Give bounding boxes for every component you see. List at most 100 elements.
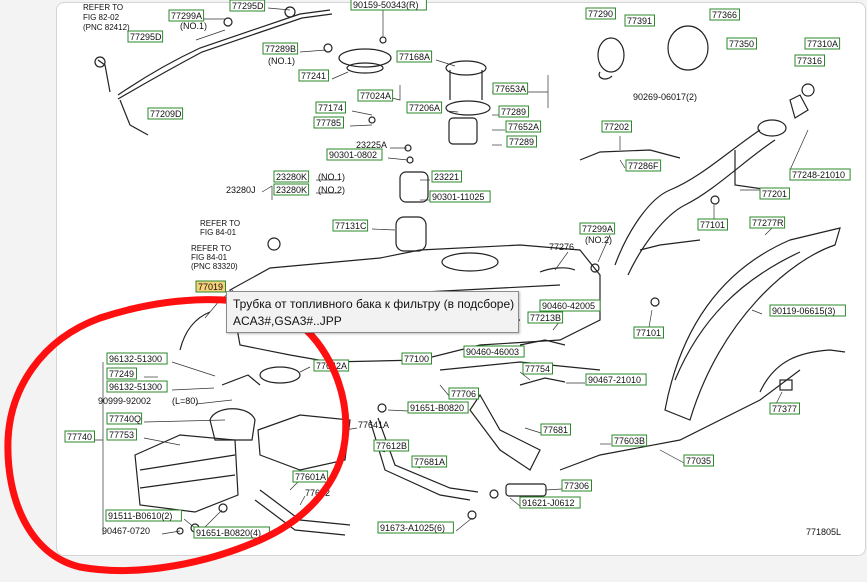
part-label-p77131C[interactable]: 77131C	[332, 219, 369, 232]
part-label-p90460-46003[interactable]: 90460-46003	[463, 345, 525, 358]
part-label-p77681A[interactable]: 77681A	[411, 455, 448, 468]
tooltip-line: ACA3#,GSA3#..JPP	[233, 314, 342, 328]
part-label-p90301-11025[interactable]: 90301-11025	[429, 190, 491, 203]
part-label-p77350[interactable]: 77350	[726, 37, 757, 50]
part-label-p77706[interactable]: 77706	[448, 387, 479, 400]
part-label-p77101-b[interactable]: 77101	[633, 326, 664, 339]
part-label-no1-c[interactable]: (NO.1)	[318, 172, 345, 182]
part-number-text: (NO.1)	[180, 21, 207, 31]
part-label-p77241[interactable]: 77241	[298, 69, 329, 82]
part-label-p77785[interactable]: 77785	[313, 116, 344, 129]
part-label-no1-a[interactable]: (NO.1)	[180, 21, 207, 31]
part-label-p77299A-top[interactable]: 77299A	[168, 9, 205, 22]
part-label-p77602[interactable]: 77602	[305, 488, 330, 498]
part-label-p77316[interactable]: 77316	[794, 54, 825, 67]
part-label-p77377[interactable]: 77377	[769, 402, 800, 415]
part-label-p77168A[interactable]: 77168A	[396, 50, 433, 63]
part-label-p77286F[interactable]: 77286F	[625, 159, 662, 172]
part-label-p77612B[interactable]: 77612B	[373, 439, 410, 452]
part-label-p77295D-b[interactable]: 77295D	[127, 30, 164, 43]
label-box	[357, 89, 394, 102]
label-box	[401, 352, 432, 365]
part-label-p23280J[interactable]: 23280J	[226, 185, 256, 195]
part-label-p77641A[interactable]: 77641A	[358, 420, 389, 430]
part-label-p96132-b[interactable]: 96132-51300	[106, 380, 168, 393]
part-label-p77740[interactable]: 77740	[64, 430, 95, 443]
part-label-p90467-21010[interactable]: 90467-21010	[585, 373, 647, 386]
note-line: FIG 84-01	[200, 228, 237, 237]
part-number-text: 77391	[627, 16, 652, 26]
part-label-p77295D-a[interactable]: 77295D	[229, 0, 266, 12]
part-label-p23280K-1[interactable]: 23280K	[273, 170, 310, 183]
part-label-p91651-b[interactable]: 91651-B0820	[407, 401, 469, 414]
part-label-p96132-a[interactable]: 96132-51300	[106, 352, 168, 365]
part-label-p90467-0720[interactable]: 90467-0720	[102, 526, 150, 536]
part-label-p77652A[interactable]: 77652A	[505, 120, 542, 133]
part-label-p77276[interactable]: 77276	[549, 242, 574, 252]
part-label-p77740Q[interactable]: 77740Q	[106, 412, 143, 425]
part-label-p77754[interactable]: 77754	[522, 362, 553, 375]
part-label-p90999[interactable]: 90999-92002	[98, 396, 151, 406]
part-number-text: 77602	[305, 488, 330, 498]
part-number-text: 77249	[109, 369, 134, 379]
label-box	[579, 222, 616, 235]
part-label-p77213B[interactable]: 77213B	[527, 311, 564, 324]
part-number-text: 77213B	[530, 313, 561, 323]
part-label-no2-b[interactable]: (NO.2)	[585, 235, 612, 245]
part-label-p77019[interactable]: 77019	[195, 280, 226, 293]
note-line: REFER TO	[83, 3, 123, 12]
part-label-p77201[interactable]: 77201	[759, 187, 790, 200]
part-label-p77024A[interactable]: 77024A	[357, 89, 394, 102]
part-label-p77289B[interactable]: 77289B	[262, 42, 299, 55]
part-label-p91651-c[interactable]: 91651-B0820(4)	[193, 526, 270, 539]
part-label-p23225A[interactable]: 23225A	[356, 140, 387, 150]
part-number-text: 91651-B0820	[410, 403, 464, 413]
label-box	[315, 101, 346, 114]
part-number-text: 77740Q	[109, 414, 141, 424]
part-label-p77601A[interactable]: 77601A	[292, 470, 329, 483]
part-label-p23280K-2[interactable]: 23280K	[273, 183, 310, 196]
part-label-no1-b[interactable]: (NO.1)	[268, 56, 295, 66]
part-label-p90159[interactable]: 90159-50343(R)	[350, 0, 427, 11]
part-label-p77174[interactable]: 77174	[315, 101, 346, 114]
label-box	[463, 345, 525, 358]
part-label-p77306[interactable]: 77306	[561, 479, 592, 492]
part-label-p77366[interactable]: 77366	[709, 8, 740, 21]
label-box	[585, 7, 616, 20]
part-number-text: 77641A	[358, 420, 389, 430]
part-label-p90460-42005[interactable]: 90460-42005	[539, 299, 601, 312]
part-label-p77289-a[interactable]: 77289	[498, 105, 529, 118]
part-label-p77310A[interactable]: 77310A	[804, 37, 841, 50]
part-label-p91511[interactable]: 91511-B0610(2)	[105, 509, 182, 522]
part-label-p91621[interactable]: 91621-J0612	[519, 496, 581, 509]
part-label-p77753[interactable]: 77753	[106, 428, 137, 441]
part-label-p23221[interactable]: 23221	[431, 170, 462, 183]
part-label-p77101-a[interactable]: 77101	[697, 218, 728, 231]
part-label-p77209D[interactable]: 77209D	[147, 107, 184, 120]
part-label-p90301-0802[interactable]: 90301-0802	[326, 148, 383, 161]
part-label-p77289-b[interactable]: 77289	[506, 135, 537, 148]
label-box	[292, 470, 329, 483]
part-label-p77681[interactable]: 77681	[540, 423, 571, 436]
part-label-p91673[interactable]: 91673-A1025(6)	[377, 521, 454, 534]
part-label-p77100[interactable]: 77100	[401, 352, 432, 365]
part-label-p77653A[interactable]: 77653A	[492, 82, 529, 95]
label-box	[498, 105, 529, 118]
part-label-p77277R[interactable]: 77277R	[749, 216, 786, 229]
part-label-p77249[interactable]: 77249	[106, 367, 137, 380]
part-label-l80[interactable]: (L=80)	[172, 396, 198, 406]
part-label-no2-a[interactable]: (NO.2)	[318, 185, 345, 195]
part-label-p77248[interactable]: 77248-21010	[789, 168, 851, 181]
part-label-p77202[interactable]: 77202	[601, 120, 632, 133]
part-label-p77391[interactable]: 77391	[624, 14, 655, 27]
label-box	[709, 8, 740, 21]
part-number-text: 77289	[501, 107, 526, 117]
part-label-p77299A-b[interactable]: 77299A	[579, 222, 616, 235]
part-label-p77290[interactable]: 77290	[585, 7, 616, 20]
part-label-p77603B[interactable]: 77603B	[611, 434, 648, 447]
part-label-p90269[interactable]: 90269-06017(2)	[633, 92, 697, 102]
part-label-p77206A[interactable]: 77206A	[406, 101, 443, 114]
part-label-p90119[interactable]: 90119-06615(3)	[769, 304, 846, 317]
part-label-p77035[interactable]: 77035	[683, 454, 714, 467]
